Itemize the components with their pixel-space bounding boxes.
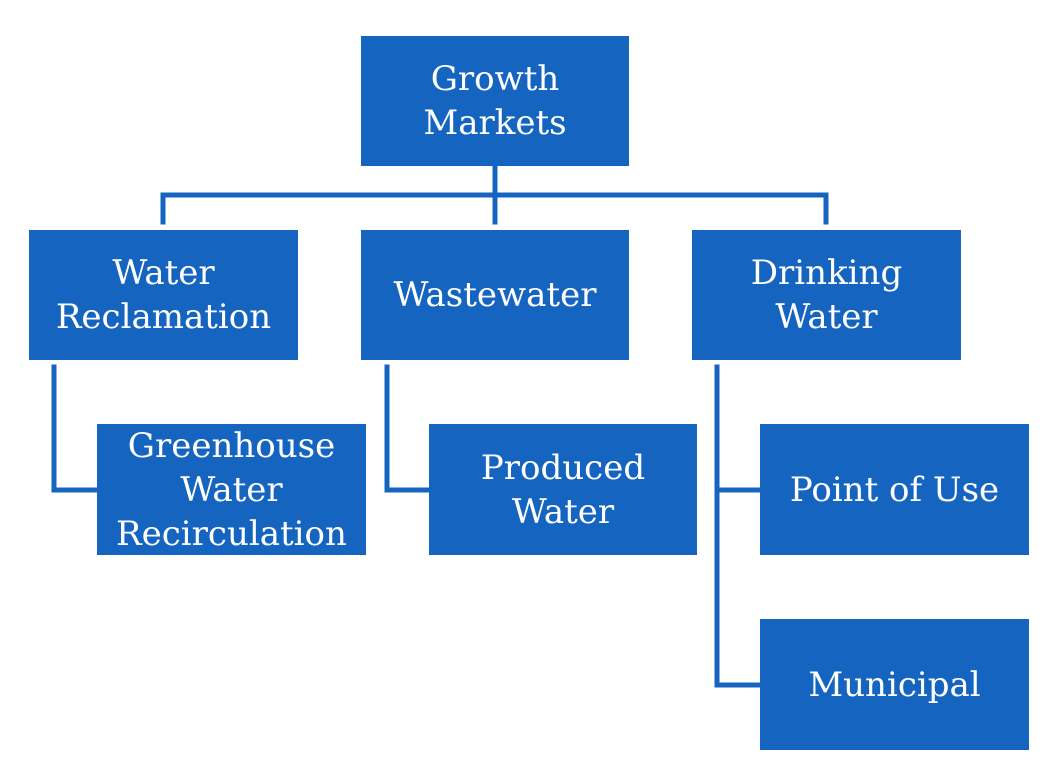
child-node-municipal: Municipal	[760, 619, 1029, 750]
child-node-point-of-use: Point of Use	[760, 424, 1029, 555]
child-label: Greenhouse Water Recirculation	[116, 425, 347, 554]
category-label: Water Reclamation	[55, 253, 272, 337]
child-node-greenhouse-water-recirculation: Greenhouse Water Recirculation	[97, 424, 366, 555]
child-connector-greenhouse	[51, 364, 98, 493]
category-node-water-reclamation: Water Reclamation	[29, 230, 298, 360]
child-connector-produced-water	[384, 364, 430, 493]
child-label: Produced Water	[480, 447, 646, 532]
root-node-box: Growth Markets	[361, 36, 629, 166]
child-label: Point of Use	[789, 469, 1000, 510]
category-label: Drinking Water	[750, 253, 903, 337]
category-label: Wastewater	[393, 275, 597, 315]
child-label: Municipal	[808, 664, 981, 705]
root-node-label: Growth Markets	[423, 59, 567, 143]
child-node-produced-water: Produced Water	[429, 424, 697, 555]
category-node-drinking-water: Drinking Water	[692, 230, 961, 360]
child-connector-drinking-trunk	[714, 364, 761, 688]
category-node-wastewater: Wastewater	[361, 230, 629, 360]
